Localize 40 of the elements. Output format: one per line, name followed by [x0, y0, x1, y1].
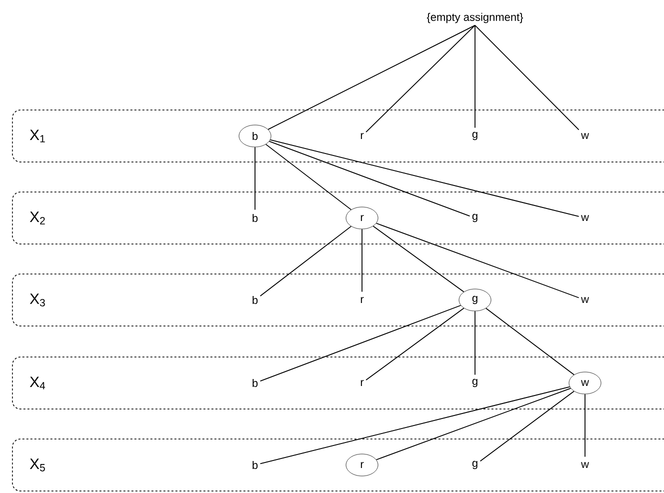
- circled-value: w: [568, 372, 602, 394]
- tree-line: [376, 388, 572, 460]
- value-label: b: [252, 378, 258, 388]
- value-label: g: [472, 132, 478, 140]
- tree-line: [372, 226, 464, 292]
- tree-line: [474, 24, 476, 128]
- tree-line: [366, 308, 464, 380]
- tree-line: [268, 140, 470, 216]
- tree-line: [260, 226, 352, 296]
- tree-line: [265, 144, 352, 210]
- tree-line: [486, 308, 574, 376]
- tree-line: [376, 222, 580, 298]
- tree-line: [474, 24, 580, 130]
- value-label: r: [360, 380, 364, 386]
- value-label: b: [252, 296, 258, 304]
- value-label: g: [472, 460, 478, 470]
- circled-value: r: [346, 206, 378, 230]
- root-label: {empty assignment}: [426, 12, 524, 24]
- tree-line: [260, 304, 462, 382]
- value-label: b: [252, 460, 258, 470]
- value-label: w: [581, 133, 589, 139]
- circled-value: b: [238, 124, 272, 148]
- circled-value: g: [458, 288, 492, 312]
- value-label: g: [472, 378, 478, 388]
- tree-line: [480, 390, 574, 462]
- tree-line: [268, 24, 476, 130]
- tree-line: [584, 394, 586, 458]
- value-label: r: [360, 297, 364, 303]
- tree-line: [270, 139, 580, 217]
- value-label: w: [581, 297, 589, 303]
- value-label: w: [581, 462, 589, 468]
- circled-value: r: [346, 454, 378, 476]
- value-label: r: [360, 133, 364, 139]
- tree-line: [366, 24, 476, 133]
- value-label: w: [581, 215, 589, 221]
- value-label: g: [472, 214, 478, 222]
- value-label: b: [252, 214, 258, 222]
- tree-line: [474, 310, 476, 376]
- tree-line: [260, 386, 570, 464]
- tree-line: [254, 146, 256, 210]
